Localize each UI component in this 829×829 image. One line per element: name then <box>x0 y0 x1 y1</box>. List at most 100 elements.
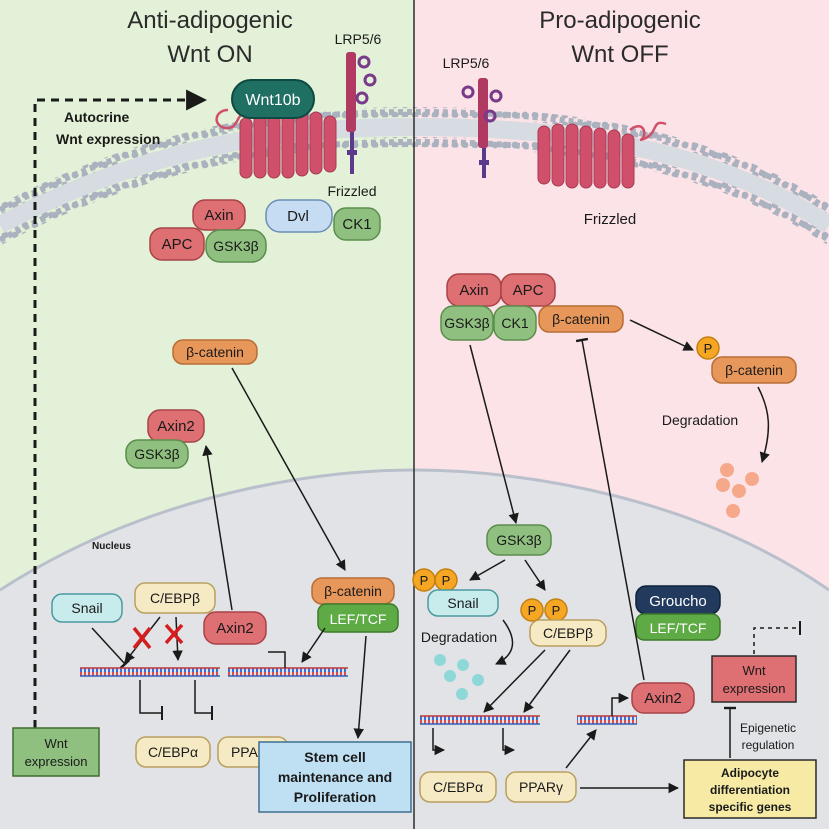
wnt10b-label: Wnt10b <box>245 92 300 109</box>
frizzled-receptor-right <box>537 121 667 189</box>
apc-label-left: APC <box>162 236 193 253</box>
cebpb-label-right: C/EBPβ <box>543 625 593 641</box>
stem-line1: Stem cell <box>304 749 365 765</box>
wnt-expression-box-left <box>12 727 100 777</box>
lrp56-label-left: LRP5/6 <box>335 31 382 47</box>
gsk3b-label-left: GSK3β <box>213 238 258 254</box>
axin2-box-right <box>631 682 695 714</box>
stem-cell-box <box>258 741 412 813</box>
lef-tcf-label-right: LEF/TCF <box>650 620 707 636</box>
beta-catenin-p-box <box>711 356 797 384</box>
arrow-leftcf-stem <box>353 635 367 740</box>
beta-catenin-p-label: β-catenin <box>725 362 783 378</box>
gsk3b-box-left <box>205 229 267 263</box>
arrow-pparg-axin2-dna <box>565 729 597 769</box>
dna-left-2 <box>228 668 348 676</box>
right-title-line1: Pro-adipogenic <box>539 7 700 34</box>
arrow-gsk3b-nucleus <box>469 344 519 525</box>
epigenetic-line1: Epigenetic <box>740 721 796 735</box>
dashed-inhibit-right <box>753 627 800 654</box>
degradation-label-1: Degradation <box>662 412 738 428</box>
lrp56-label-right: LRP5/6 <box>443 55 490 71</box>
phospho-cebpb-1-label: P <box>528 603 537 618</box>
lef-tcf-label-left: LEF/TCF <box>330 611 387 627</box>
phospho-cebpb-1 <box>520 598 544 622</box>
snail-label-left: Snail <box>71 600 102 616</box>
cebpa-box-right <box>419 771 497 803</box>
cebpb-box-right <box>529 619 607 647</box>
promoter-axin2-right <box>611 692 630 716</box>
frizzled-label-right: Frizzled <box>584 211 637 228</box>
arrow-axin2-export <box>202 444 233 611</box>
dvl-label: Dvl <box>287 208 309 225</box>
nucleus-label: Nucleus <box>92 541 131 552</box>
arrow-gsk3b-cebpb <box>524 559 546 591</box>
promoter-axin2-left <box>268 651 286 668</box>
lrp56-coreceptor-right <box>461 78 503 178</box>
adipocyte-line2: differentiation <box>710 783 790 797</box>
inhibit-snail-dna <box>91 627 131 669</box>
lrp56-coreceptor-left <box>346 52 377 174</box>
cebpa-label-right: C/EBPα <box>433 779 483 795</box>
snail-box-left <box>51 593 123 623</box>
arrow-degradation-2 <box>495 619 514 665</box>
gsk3b-box-cyto <box>125 439 189 469</box>
beta-catenin-box-right <box>538 305 624 333</box>
pparg-box-right <box>505 771 577 803</box>
cebpb-label-left: C/EBPβ <box>150 590 200 606</box>
wnt-expression-box-right <box>711 655 797 703</box>
axin2-label-cyto: Axin2 <box>157 418 195 435</box>
epigenetic-line2: regulation <box>742 738 795 752</box>
pparg-label-right: PPARγ <box>519 779 563 795</box>
arrow-to-cebpa <box>432 728 446 756</box>
beta-catenin-label-nuc: β-catenin <box>324 583 382 599</box>
lef-tcf-box-right <box>635 613 721 641</box>
gsk3b-label-right: GSK3β <box>444 315 489 331</box>
ck1-label-right: CK1 <box>501 315 528 331</box>
autocrine-label-line1: Autocrine <box>64 109 130 125</box>
apc-box-left <box>149 227 205 261</box>
axin-label-right: Axin <box>459 282 488 299</box>
gsk3b-box-right <box>440 305 494 341</box>
axin-label-left: Axin <box>204 207 233 224</box>
cebpa-label-left: C/EBPα <box>148 744 198 760</box>
blocked-cross-1 <box>132 626 152 650</box>
beta-catenin-label-right: β-catenin <box>552 311 610 327</box>
arrow-to-phospho-bcat <box>629 319 694 351</box>
phospho-circle-bcat <box>696 336 720 360</box>
gsk3b-box-nuc <box>486 524 552 556</box>
left-title-line2: Wnt ON <box>167 41 252 68</box>
stem-line3: Proliferation <box>294 789 376 805</box>
axin2-label-nuc-left: Axin2 <box>216 620 254 637</box>
ck1-label-left: CK1 <box>342 216 371 233</box>
ck1-box-left <box>333 207 381 241</box>
adipocyte-line1: Adipocyte <box>721 766 779 780</box>
cebpa-box-left <box>135 736 211 768</box>
lef-tcf-box-left <box>317 603 399 633</box>
groucho-label: Groucho <box>649 593 707 610</box>
ck1-box-right <box>493 305 537 341</box>
autocrine-label-line2: Wnt expression <box>56 131 160 147</box>
beta-catenin-label-left: β-catenin <box>186 344 244 360</box>
frizzled-label-left: Frizzled <box>327 183 376 199</box>
gsk3b-label-nuc: GSK3β <box>496 532 541 548</box>
arrow-to-pparg <box>502 728 516 756</box>
arrow-cebpb-dna-r1 <box>483 649 546 713</box>
gsk3b-label-cyto: GSK3β <box>134 446 179 462</box>
phospho-snail-2-label: P <box>442 573 451 588</box>
arrow-leftcf-dna <box>301 627 326 663</box>
degradation-label-2: Degradation <box>421 629 497 645</box>
apc-label-right: APC <box>513 282 544 299</box>
cebpb-box-left <box>134 582 216 614</box>
wnt-expression-left-line1: Wnt <box>44 736 68 751</box>
right-title-line2: Wnt OFF <box>571 41 668 68</box>
stem-line2: maintenance and <box>278 769 392 785</box>
snail-label-right: Snail <box>447 595 478 611</box>
axin2-label-right: Axin2 <box>644 690 682 707</box>
dna-right-1 <box>420 716 540 724</box>
arrow-bcat-to-nucleus <box>231 367 346 571</box>
adipocyte-genes-box <box>683 759 817 819</box>
wnt-expression-right-line2: expression <box>723 681 786 696</box>
wnt-expression-left-line2: expression <box>25 754 88 769</box>
